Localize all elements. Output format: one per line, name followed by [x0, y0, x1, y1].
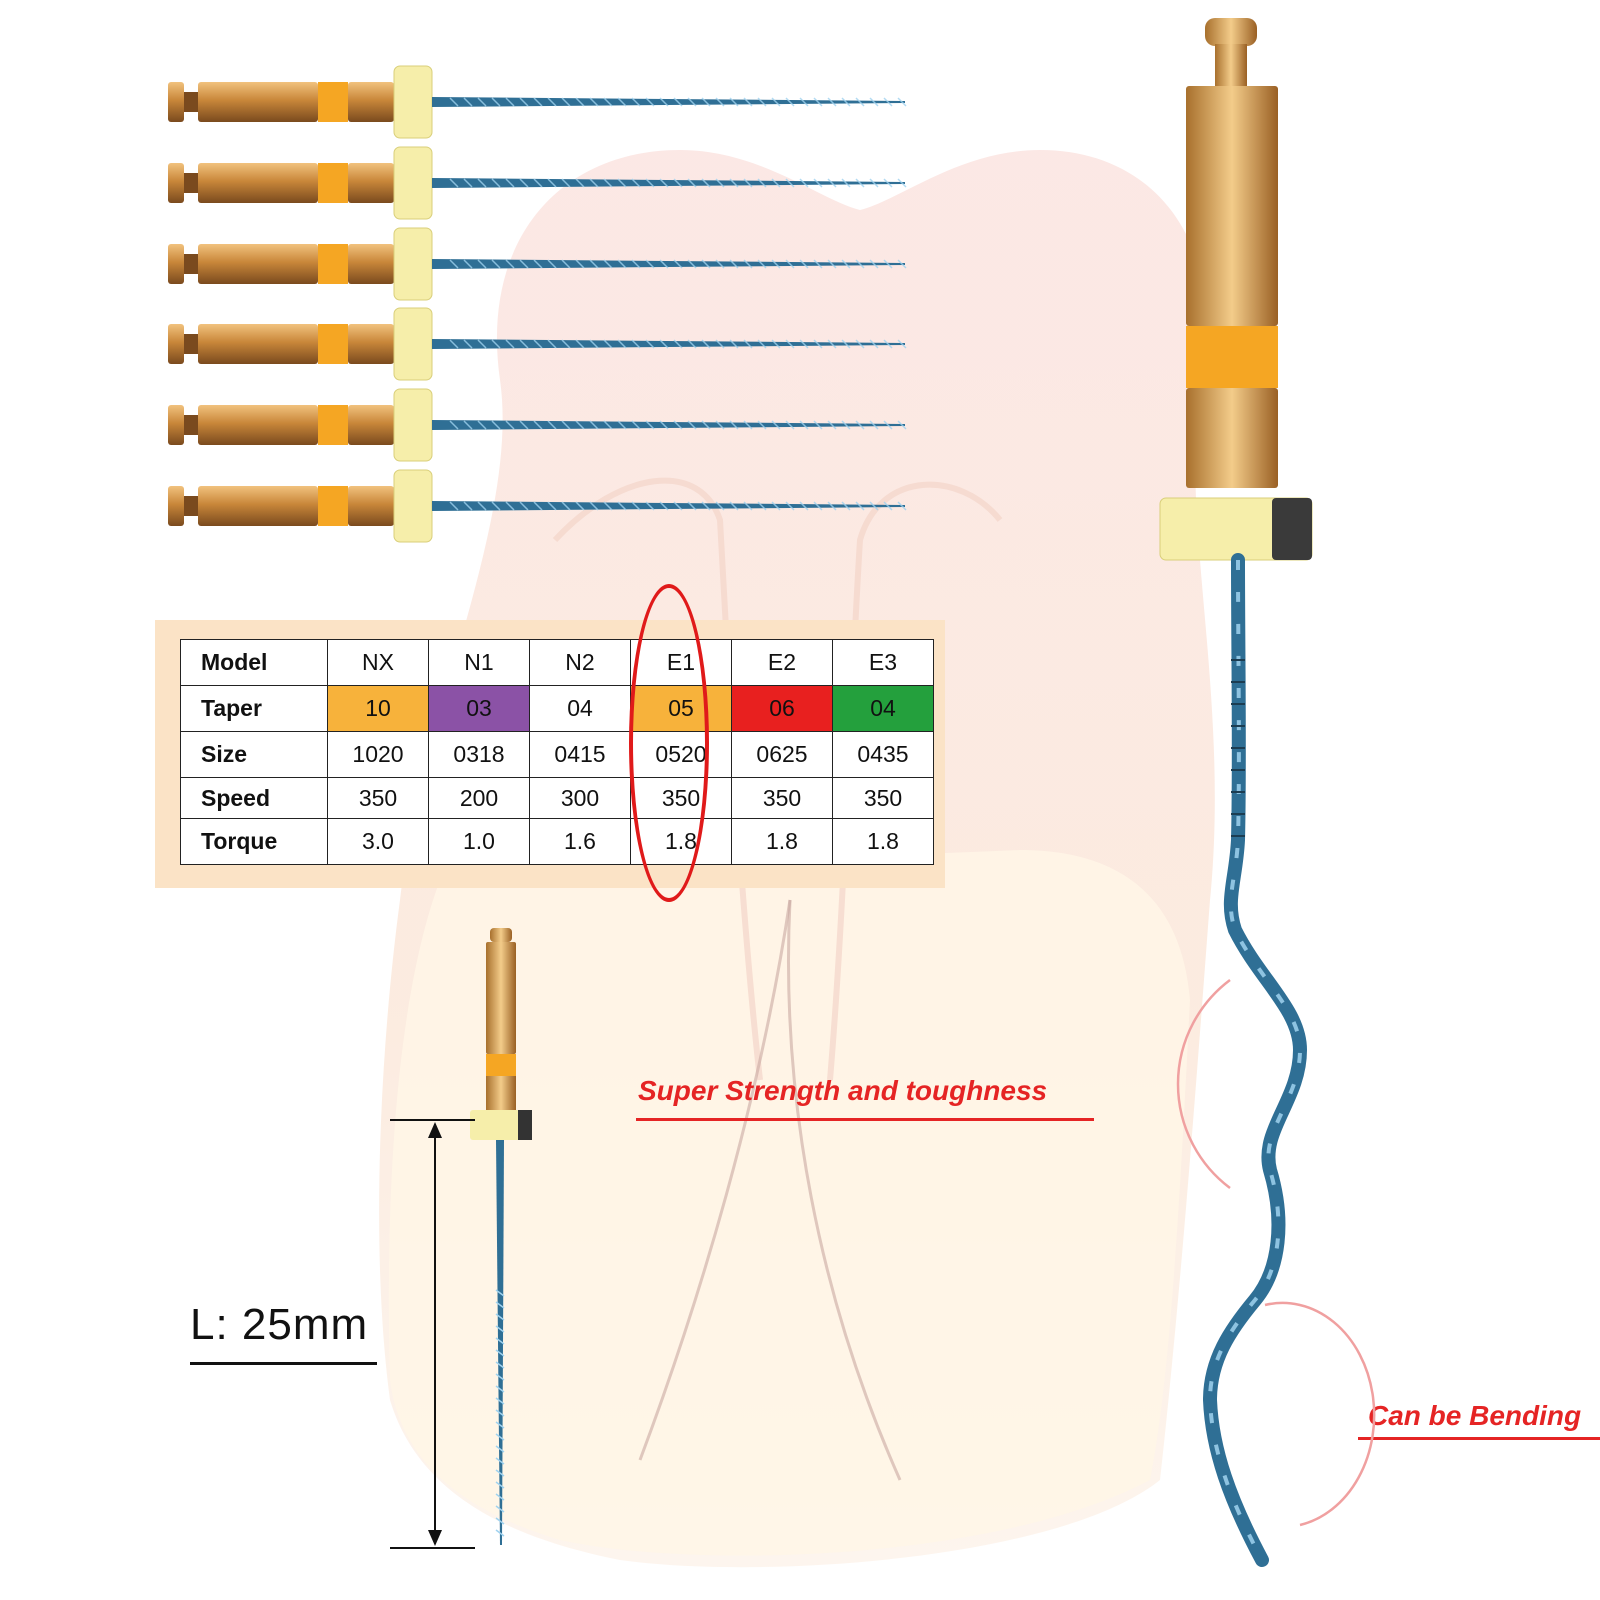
spec-cell: 03	[428, 685, 530, 732]
length-label: L: 25mm	[190, 1300, 369, 1349]
spec-cell: 1020	[327, 731, 429, 778]
spec-cell: 04	[529, 685, 631, 732]
spec-cell: 06	[731, 685, 833, 732]
spec-cell: 350	[731, 777, 833, 819]
spec-row-label: Size	[180, 731, 328, 778]
file-icon	[168, 307, 907, 381]
bending-underline	[1358, 1437, 1600, 1440]
spec-cell: 3.0	[327, 818, 429, 865]
file-icon	[168, 388, 907, 462]
spec-cell: 0435	[832, 731, 934, 778]
spec-row-label: Taper	[180, 685, 328, 732]
spec-cell: 10	[327, 685, 429, 732]
spec-cell: 1.8	[832, 818, 934, 865]
spec-row-label: Torque	[180, 818, 328, 865]
spec-cell: 0625	[731, 731, 833, 778]
small-file-icon	[470, 928, 532, 1545]
spec-cell: N2	[529, 639, 631, 686]
spec-cell: 1.8	[731, 818, 833, 865]
spec-cell: 0318	[428, 731, 530, 778]
file-icon	[168, 227, 907, 301]
spec-cell: 350	[832, 777, 934, 819]
file-icon	[168, 65, 907, 139]
spec-cell: 0415	[529, 731, 631, 778]
spec-row-label: Model	[180, 639, 328, 686]
file-icon	[168, 146, 907, 220]
spec-cell: NX	[327, 639, 429, 686]
spec-cell: N1	[428, 639, 530, 686]
spec-cell: 350	[327, 777, 429, 819]
spec-cell: 1.6	[529, 818, 631, 865]
file-icon	[168, 469, 907, 543]
bending-callout: Can be Bending	[1368, 1400, 1582, 1431]
spec-cell: 300	[529, 777, 631, 819]
large-file-icon	[1159, 18, 1313, 1567]
e1-highlight-ring	[629, 584, 709, 902]
spec-cell: E2	[731, 639, 833, 686]
spec-cell: 200	[428, 777, 530, 819]
strength-underline	[636, 1118, 1094, 1121]
spec-cell: 1.0	[428, 818, 530, 865]
length-underline	[190, 1362, 377, 1365]
spec-cell: E3	[832, 639, 934, 686]
strength-callout: Super Strength and toughness	[638, 1075, 1048, 1106]
spec-cell: 04	[832, 685, 934, 732]
spec-row-label: Speed	[180, 777, 328, 819]
